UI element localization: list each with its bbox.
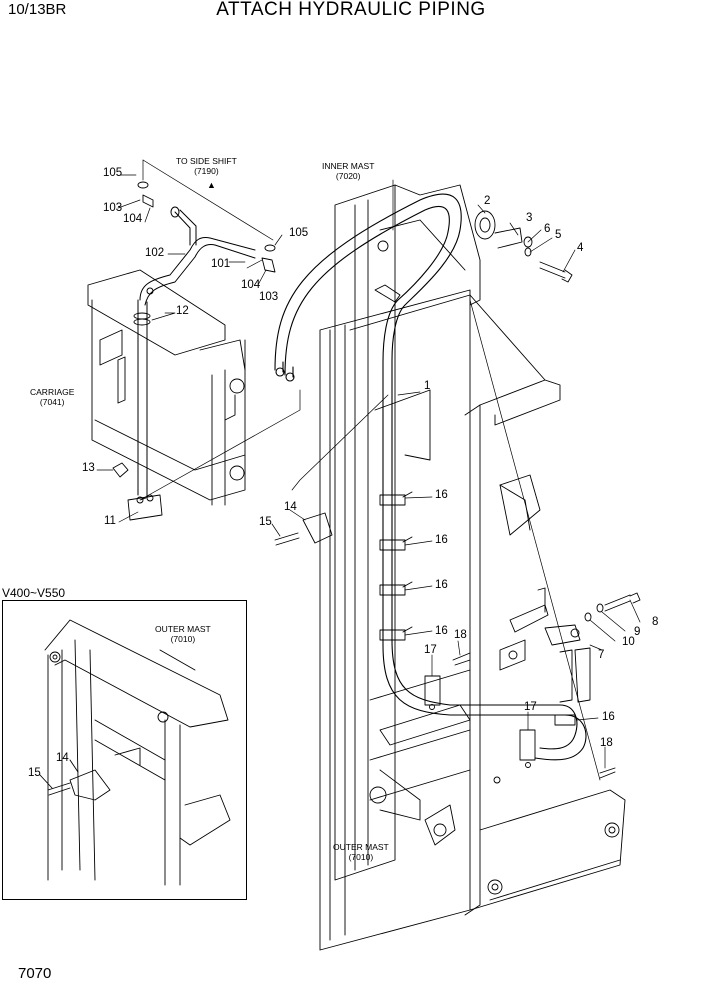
clamps-17 <box>424 675 536 768</box>
callout-104: 104 <box>123 213 143 225</box>
callout-16b: 16 <box>435 534 448 546</box>
callout-10: 10 <box>622 636 635 648</box>
callout-17b: 17 <box>524 701 537 713</box>
carriage-hoses <box>137 206 256 498</box>
callout-12: 12 <box>176 305 189 317</box>
callout-4: 4 <box>577 242 584 254</box>
inner-mast-ref: (7020) <box>335 170 361 181</box>
inner-mast-label: INNER MAST (7020) <box>322 161 375 182</box>
callout-3: 3 <box>526 212 533 224</box>
carriage-text: CARRIAGE <box>30 387 75 397</box>
leader-lines <box>96 159 641 781</box>
callout-105: 105 <box>103 167 123 179</box>
callout-103: 103 <box>103 202 123 214</box>
callout-5: 5 <box>555 229 562 241</box>
inset-outer-mast-ref: (7010) <box>170 633 196 644</box>
hose-assembly-1 <box>274 193 587 761</box>
callout-101: 101 <box>211 258 231 270</box>
callout-17a: 17 <box>424 644 437 656</box>
callout-2: 2 <box>484 195 491 207</box>
callout-104b: 104 <box>241 279 261 291</box>
carriage-drawing <box>87 269 246 506</box>
inset-frame <box>2 600 247 900</box>
callout-14-inset: 14 <box>56 752 69 764</box>
callout-105b: 105 <box>289 227 309 239</box>
callout-16d: 16 <box>435 625 448 637</box>
callout-16e: 16 <box>602 711 615 723</box>
lower-fittings <box>452 587 641 779</box>
callout-15: 15 <box>259 516 272 528</box>
inner-mast-text: INNER MAST <box>322 161 375 171</box>
to-side-shift-text: TO SIDE SHIFT <box>176 156 237 166</box>
inner-mast-drawing <box>334 184 541 881</box>
arrow-up-icon: ▲ <box>207 180 216 190</box>
callout-11: 11 <box>104 515 116 527</box>
callout-1: 1 <box>424 380 431 392</box>
callout-7: 7 <box>598 649 605 661</box>
outer-mast-text: OUTER MAST <box>333 842 389 852</box>
callout-6: 6 <box>544 223 551 235</box>
to-side-shift-label: TO SIDE SHIFT (7190) <box>176 156 237 177</box>
page-title: ATTACH HYDRAULIC PIPING <box>216 0 486 20</box>
callout-15-inset: 15 <box>28 767 41 779</box>
inset-outer-mast-label: OUTER MAST (7010) <box>155 624 211 645</box>
model-code: 10/13BR <box>8 1 67 18</box>
roller-parts <box>474 210 573 283</box>
page-number: 7070 <box>18 965 52 982</box>
callout-8: 8 <box>652 616 659 628</box>
callout-16c: 16 <box>435 579 448 591</box>
callout-18b: 18 <box>600 737 613 749</box>
clamps-16 <box>379 491 576 726</box>
to-side-shift-ref: (7190) <box>194 165 219 176</box>
carriage-label: CARRIAGE (7041) <box>30 387 75 408</box>
callout-16a: 16 <box>435 489 448 501</box>
callout-103b: 103 <box>259 291 279 303</box>
carriage-ref: (7041) <box>39 396 65 407</box>
inset-outer-mast-text: OUTER MAST <box>155 624 211 634</box>
callout-14: 14 <box>284 501 297 513</box>
carriage-fittings <box>112 181 333 546</box>
inset-drawing <box>39 619 231 886</box>
outer-mast-label: OUTER MAST (7010) <box>333 842 389 863</box>
callout-102: 102 <box>145 247 165 259</box>
outer-mast-ref: (7010) <box>348 851 374 862</box>
callout-9: 9 <box>634 626 641 638</box>
callout-13: 13 <box>82 462 95 474</box>
inset-variant-label: V400~V550 <box>2 586 66 600</box>
callout-18a: 18 <box>454 629 467 641</box>
